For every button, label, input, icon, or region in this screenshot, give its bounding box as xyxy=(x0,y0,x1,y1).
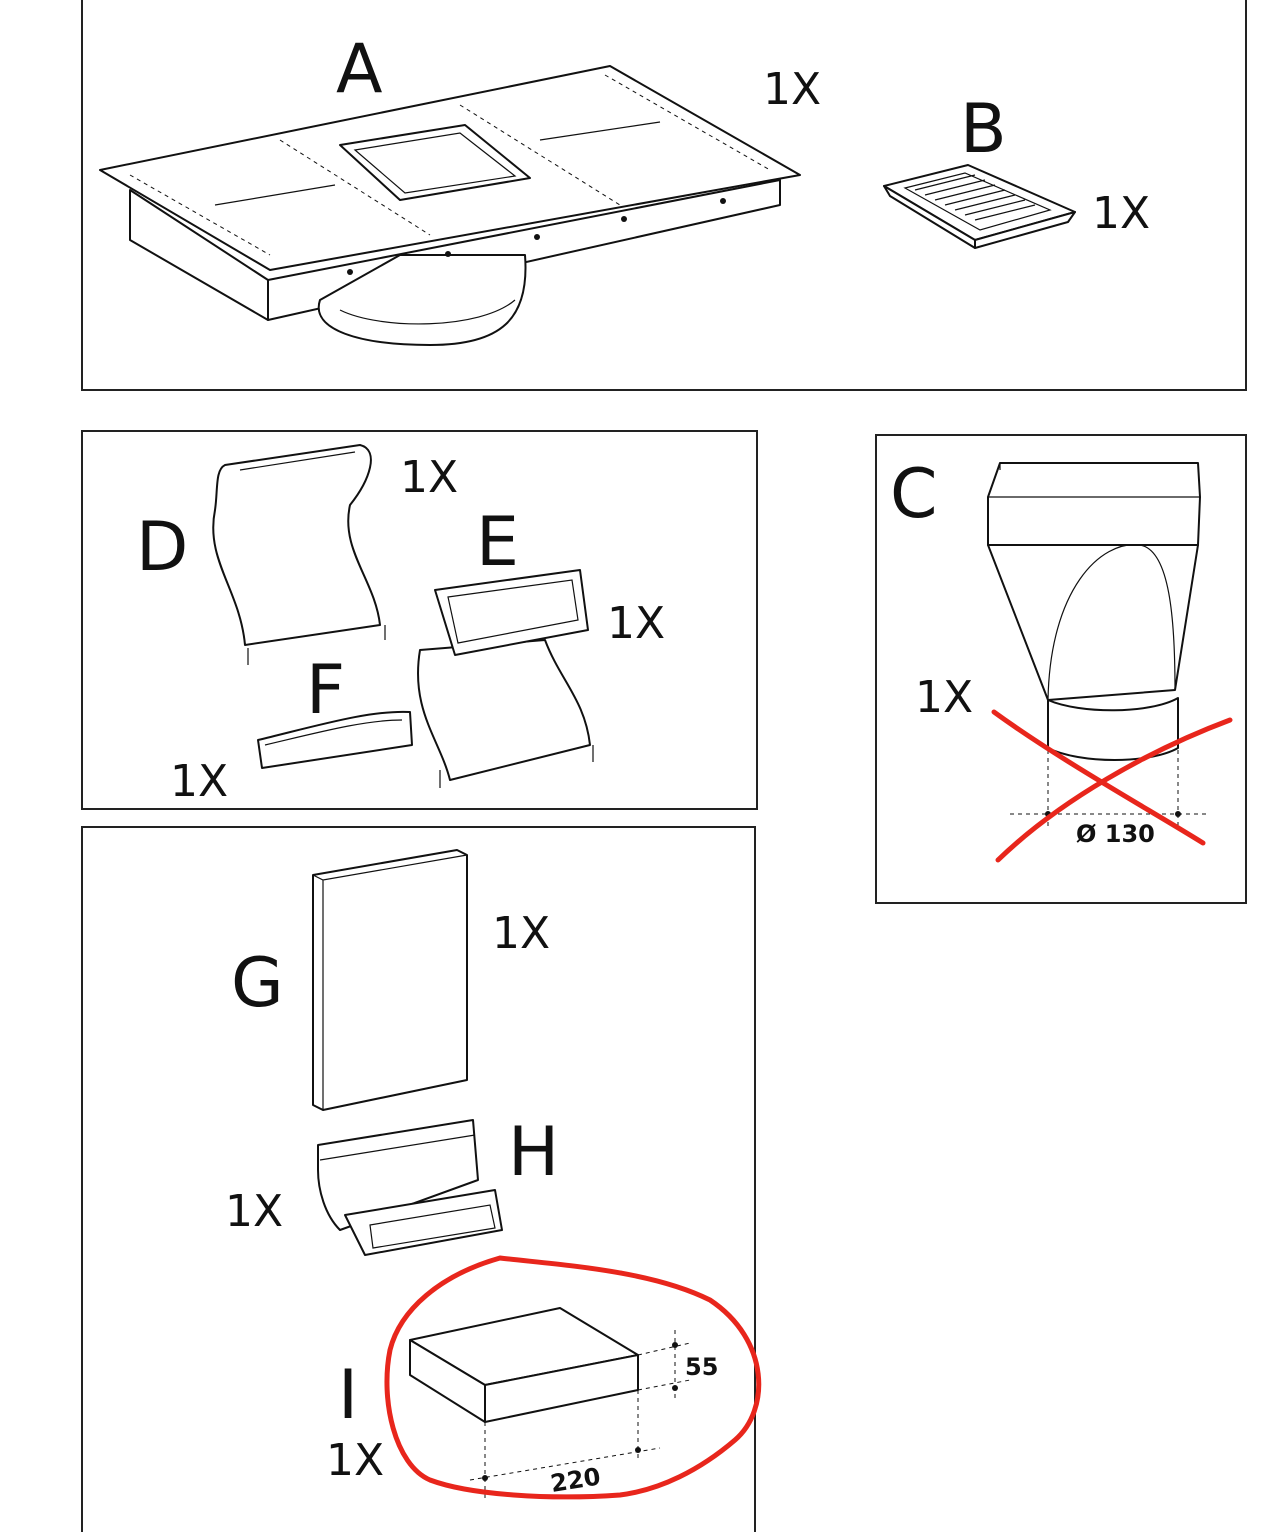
part-e-label: E xyxy=(476,503,519,582)
part-i-height-dimension: 55 xyxy=(685,1353,718,1381)
part-h-elbow-drawing xyxy=(317,1119,503,1256)
part-b-grid-drawing xyxy=(883,164,1076,249)
part-c-qty: 1X xyxy=(915,672,973,723)
part-f-label: F xyxy=(306,651,345,730)
part-g-qty: 1X xyxy=(492,908,550,959)
part-d-qty: 1X xyxy=(400,452,458,503)
part-g-straight-duct-drawing xyxy=(312,849,468,1111)
part-c-label: C xyxy=(890,455,937,534)
panel-g-h-i xyxy=(81,826,756,1532)
part-c-diameter: Ø 130 xyxy=(1076,820,1155,848)
part-h-qty: 1X xyxy=(225,1186,283,1237)
part-d-duct-bend-drawing xyxy=(212,444,386,665)
part-f-qty: 1X xyxy=(170,756,228,807)
part-i-flat-duct-drawing xyxy=(409,1307,691,1500)
red-cross-stroke-2 xyxy=(995,717,1233,863)
panel-a-b xyxy=(81,0,1247,391)
red-circle-highlight xyxy=(384,1255,762,1500)
part-d-label: D xyxy=(136,508,188,587)
part-b-label: B xyxy=(960,90,1007,169)
part-g-label: G xyxy=(231,944,284,1023)
part-h-label: H xyxy=(508,1113,559,1192)
part-a-label: A xyxy=(336,30,383,109)
part-i-qty: 1X xyxy=(326,1435,384,1486)
part-e-duct-bend-drawing xyxy=(417,569,594,788)
part-b-qty: 1X xyxy=(1092,188,1150,239)
part-i-width-dimension: 220 xyxy=(549,1462,603,1497)
panel-d-e-f xyxy=(81,430,758,810)
part-a-qty: 1X xyxy=(763,64,821,115)
part-f-connector-drawing xyxy=(257,710,413,769)
part-i-label: I xyxy=(338,1356,358,1435)
part-a-hob-drawing xyxy=(99,65,801,346)
panel-c xyxy=(875,434,1247,904)
part-c-adapter-drawing xyxy=(987,462,1210,830)
part-e-qty: 1X xyxy=(607,598,665,649)
